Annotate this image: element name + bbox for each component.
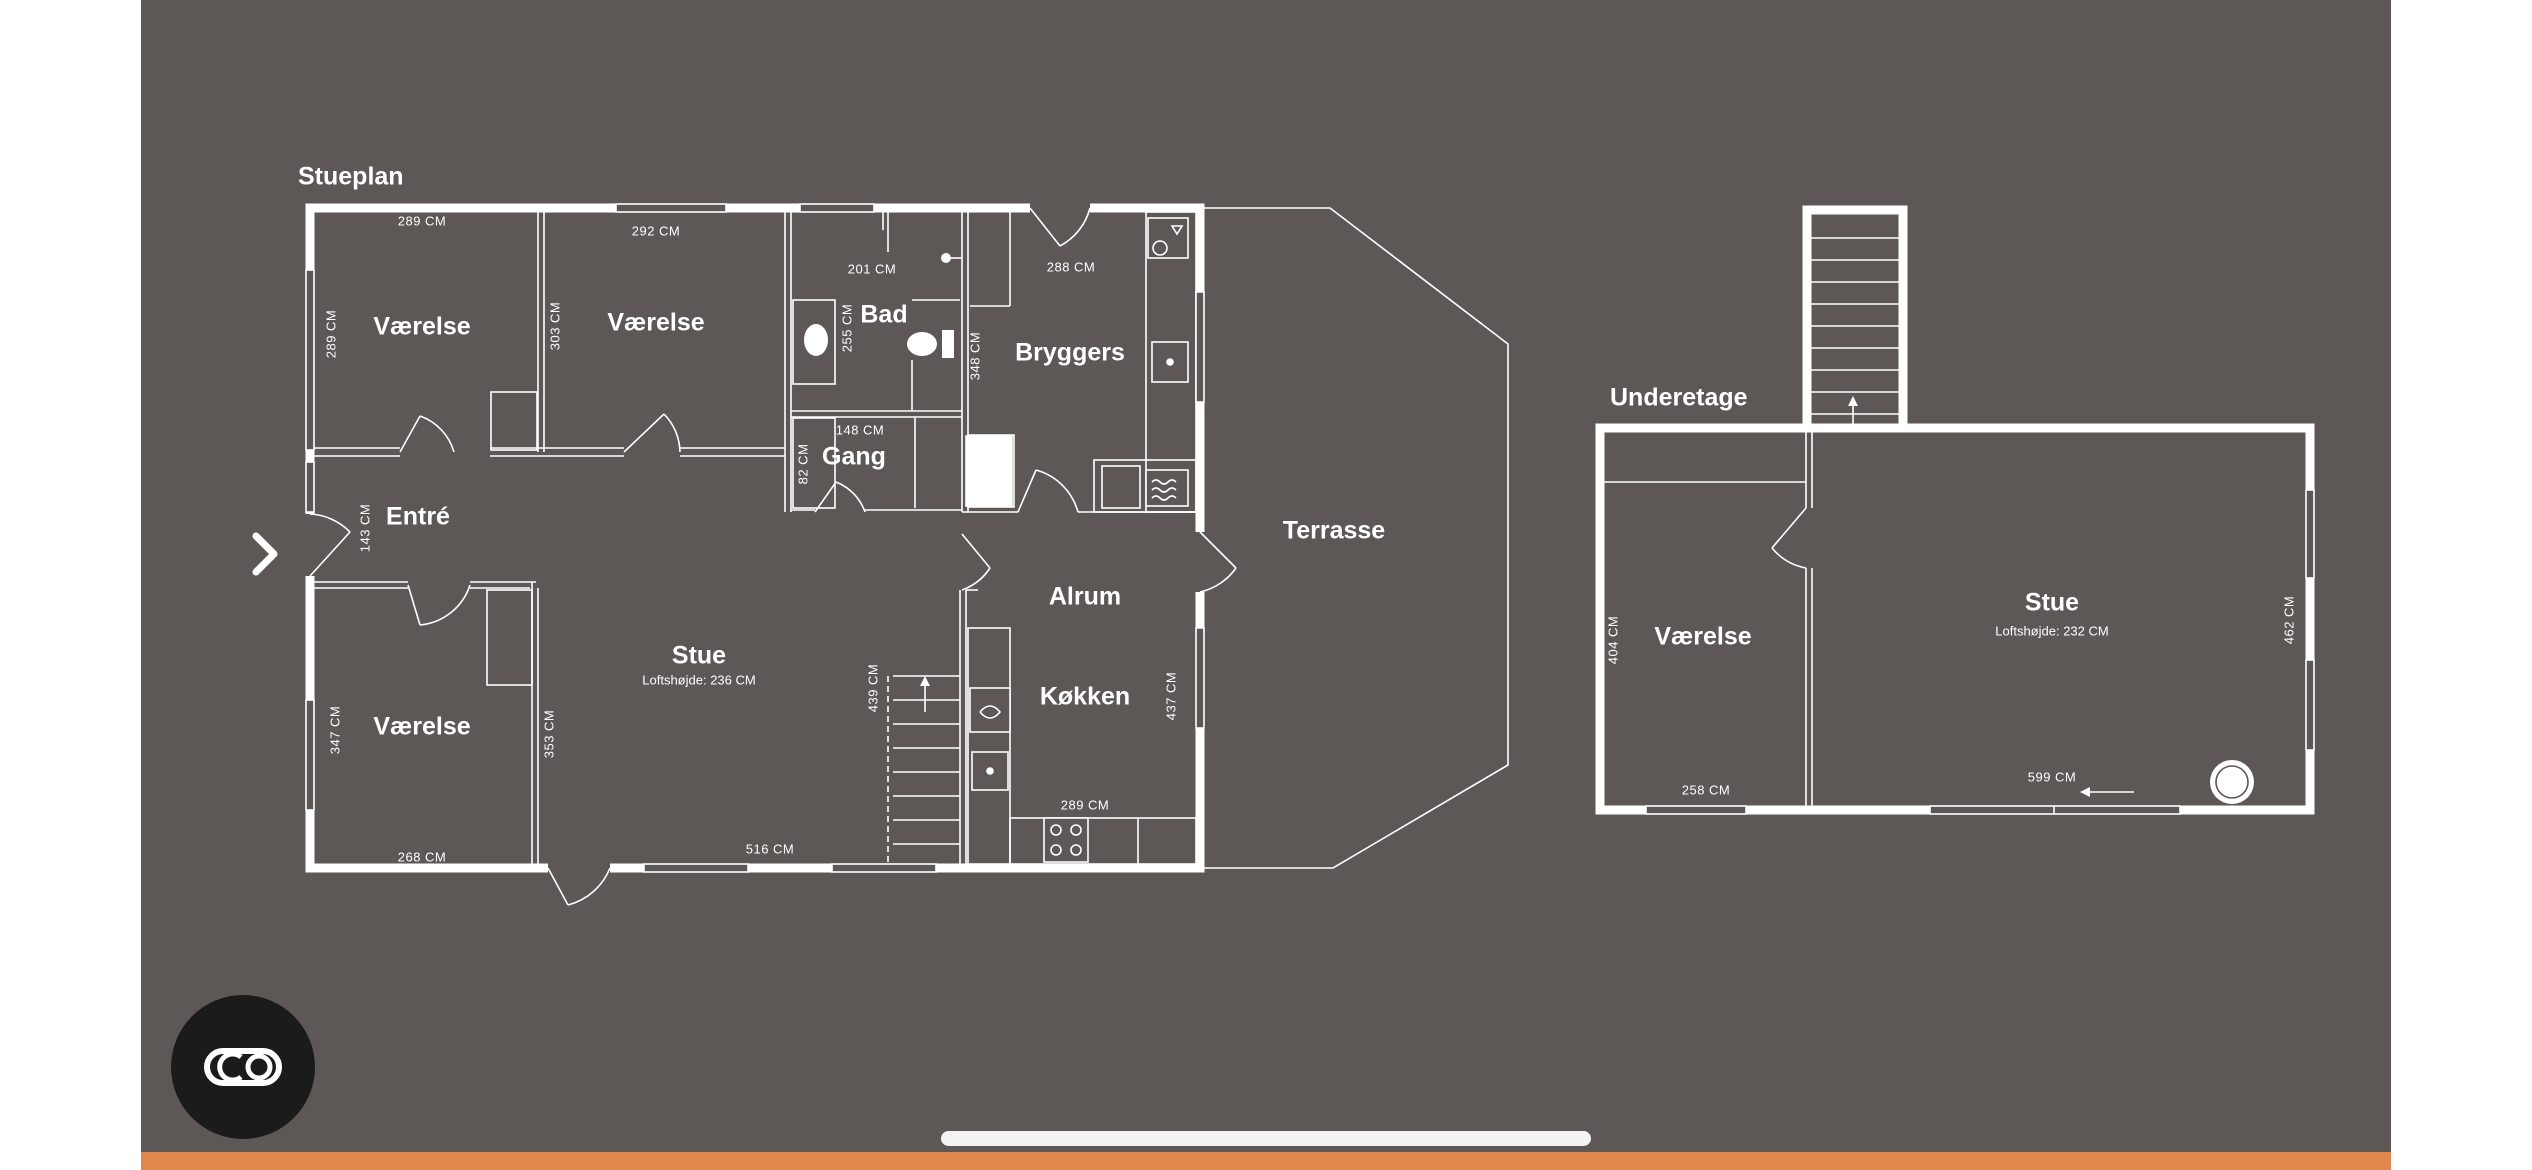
- room-label-entre: Entré: [386, 503, 450, 531]
- ground-stairs: [887, 675, 960, 864]
- dimension-label: 288 CM: [1047, 259, 1096, 274]
- room-label-terrasse: Terrasse: [1283, 517, 1385, 545]
- room-label-bad: Bad: [860, 301, 907, 329]
- accent-bar: [141, 1152, 2391, 1170]
- fixtures: [486, 211, 1197, 865]
- doors: [302, 200, 1237, 906]
- basement-stue-ceiling-height: Loftshøjde: 232 CM: [1995, 623, 2108, 638]
- co-toggle-button[interactable]: [171, 995, 315, 1139]
- dimension-label: 148 CM: [836, 422, 885, 437]
- basement-stair-well: [1802, 205, 1908, 433]
- home-indicator[interactable]: [941, 1131, 1591, 1146]
- dimension-label: 347 CM: [327, 706, 342, 755]
- expand-panel-button[interactable]: [246, 524, 286, 584]
- floor-plan-viewer: Stueplan Værelse Værelse Bad Bryggers Ga…: [141, 0, 2391, 1170]
- dimension-label: 268 CM: [398, 849, 447, 864]
- dimension-label: 201 CM: [848, 261, 897, 276]
- dimension-label: 353 CM: [541, 710, 556, 759]
- room-label-vaerelse-3: Værelse: [373, 713, 470, 741]
- dimension-label: 462 CM: [2281, 596, 2296, 645]
- ground-floor-plan: Stueplan Værelse Værelse Bad Bryggers Ga…: [298, 163, 1509, 906]
- dimension-label: 82 CM: [795, 444, 810, 485]
- room-label-vaerelse-2: Værelse: [607, 309, 704, 337]
- basement-exterior-wall: [1595, 423, 2315, 815]
- room-label-vaerelse-1: Værelse: [373, 313, 470, 341]
- room-label-alrum: Alrum: [1049, 583, 1121, 611]
- room-label-basement-stue: Stue: [2025, 589, 2079, 617]
- room-label-stue: Stue: [672, 642, 726, 670]
- dimension-label: 255 CM: [839, 304, 854, 353]
- dimension-label: 289 CM: [1061, 797, 1110, 812]
- terrace-outline: [1200, 207, 1509, 869]
- dimension-label: 437 CM: [1163, 672, 1178, 721]
- dimension-label: 143 CM: [357, 504, 372, 553]
- dimension-label: 516 CM: [746, 841, 795, 856]
- dimension-label: 404 CM: [1605, 616, 1620, 665]
- co-toggle-icon: [204, 1048, 282, 1086]
- interior-walls: [314, 212, 1196, 864]
- floor-plan-drawing: Stueplan Værelse Værelse Bad Bryggers Ga…: [298, 163, 2315, 906]
- ground-floor-title: Stueplan: [298, 163, 404, 191]
- dimension-label: 289 CM: [398, 213, 447, 228]
- room-label-koekken: Køkken: [1040, 683, 1130, 711]
- chevron-right-icon: [252, 532, 278, 576]
- exterior-wall: [305, 203, 1205, 873]
- dimension-label: 289 CM: [323, 310, 338, 359]
- room-label-basement-vaerelse: Værelse: [1654, 623, 1751, 651]
- basement-title: Underetage: [1610, 384, 1748, 412]
- dimension-label: 348 CM: [967, 332, 982, 381]
- dimension-label: 303 CM: [547, 302, 562, 351]
- room-label-bryggers: Bryggers: [1015, 339, 1125, 367]
- dimension-label: 258 CM: [1682, 782, 1731, 797]
- dimension-label: 292 CM: [632, 223, 681, 238]
- windows: [305, 203, 1205, 873]
- stue-ceiling-height: Loftshøjde: 236 CM: [642, 672, 755, 687]
- dimension-label: 599 CM: [2028, 769, 2077, 784]
- room-label-gang: Gang: [822, 443, 886, 471]
- dimension-label: 439 CM: [865, 664, 880, 713]
- basement-stairs: [1811, 237, 1899, 432]
- basement-plan: Underetage Værelse Stue Loftshøjde: 232 …: [1595, 205, 2315, 815]
